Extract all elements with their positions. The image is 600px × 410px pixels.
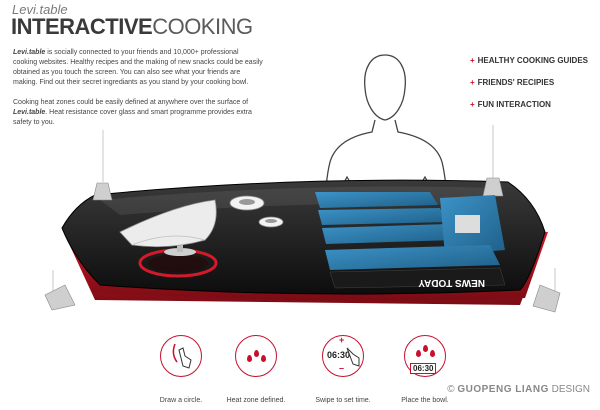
table-illustration: NEWS TODAY <box>44 54 561 313</box>
step-caption: Heat zone defined. <box>226 397 286 404</box>
plus-icon: + <box>339 335 345 345</box>
timer-value: 06:30 <box>327 350 351 360</box>
paragraph-text: is socially connected to your friends an… <box>13 49 263 86</box>
cooking-bowl <box>119 199 217 256</box>
feature-item: +HEALTHY COOKING GUIDES <box>470 55 588 77</box>
step-caption: Draw a circle. <box>159 397 203 404</box>
table-clamps <box>44 177 561 313</box>
feature-list: +HEALTHY COOKING GUIDES +FRIENDS' RECIPI… <box>470 55 588 121</box>
step-place-bowl: 06:30 Place the bowl. <box>380 335 470 404</box>
brand-inline: Levi.table <box>13 49 46 56</box>
headline-bold: INTERACTIVE <box>11 14 153 39</box>
hanging-wires <box>52 125 556 295</box>
copyright-icon: © <box>447 384 455 395</box>
designer-name: GUOPENG LIANG <box>457 384 549 395</box>
screen-news-today: NEWS TODAY <box>418 277 485 288</box>
step-heat-zone: Heat zone defined. <box>211 335 301 404</box>
paragraph-text: . Heat resistance cover glass and smart … <box>13 109 252 126</box>
copyright-suffix: DESIGN <box>551 384 590 395</box>
feature-item: +FUN INTERACTION <box>470 99 588 121</box>
feature-label: FRIENDS' RECIPIES <box>477 78 555 87</box>
minus-icon: – <box>339 363 345 373</box>
brand-name: Levi.table <box>12 2 68 17</box>
heat-drops-icon <box>235 335 277 377</box>
description-paragraph-2: Cooking heat zones could be easily defin… <box>13 98 263 128</box>
feature-item: +FRIENDS' RECIPIES <box>470 77 588 99</box>
plus-icon: + <box>469 78 475 87</box>
copyright: © GUOPENG LIANG DESIGN <box>447 384 590 395</box>
feature-label: FUN INTERACTION <box>477 100 551 109</box>
description-paragraph-1: Levi.table is socially connected to your… <box>13 48 263 88</box>
bowl-drops-icon: 06:30 <box>404 335 446 377</box>
feature-label: HEALTHY COOKING GUIDES <box>477 56 588 65</box>
plus-icon: + <box>469 100 475 109</box>
step-caption: Place the bowl. <box>401 397 449 404</box>
touch-screen-panels <box>315 192 506 289</box>
timer-swipe-icon: + 06:30 – <box>322 335 364 377</box>
step-set-time: + 06:30 – Swipe to set time. <box>298 335 388 404</box>
plus-icon: + <box>469 56 475 65</box>
step-draw-circle: Draw a circle. <box>136 335 226 404</box>
paragraph-text: Cooking heat zones could be easily defin… <box>13 99 249 106</box>
brand-inline: Levi.table <box>13 109 46 116</box>
timer-value: 06:30 <box>410 363 437 374</box>
hand-draw-icon <box>160 335 202 377</box>
step-caption: Swipe to set time. <box>315 397 371 404</box>
plates <box>229 195 284 228</box>
headline-light: COOKING <box>152 14 253 39</box>
headline: INTERACTIVECOOKING <box>11 15 253 39</box>
